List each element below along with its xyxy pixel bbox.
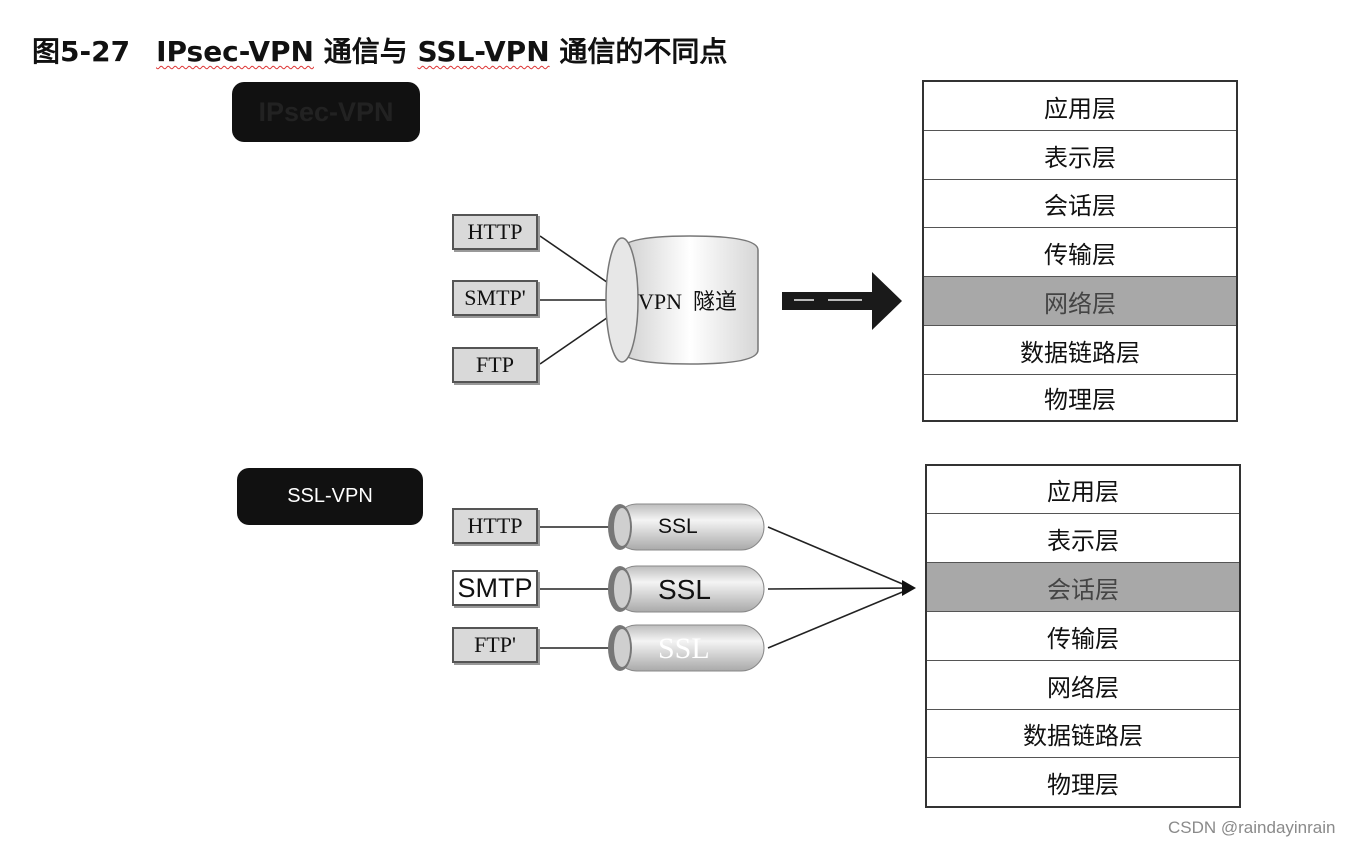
ssl-pipe-label-3: SSL [658,632,710,665]
ipsec-protocol-ftp: FTP [452,347,538,383]
vpn-tunnel-cylinder [605,235,759,365]
ssl-osi-stack: 应用层 表示层 会话层 传输层 网络层 数据链路层 物理层 [925,464,1241,808]
figure-title: 图5-27 IPsec-VPN 通信与 SSL-VPN 通信的不同点 [32,30,727,70]
title-text-1: 通信与 [314,35,418,68]
ssl-layer-session-highlighted: 会话层 [927,563,1239,612]
arrow-to-network-layer [782,272,902,330]
ipsec-vpn-badge: IPsec-VPN [232,82,420,142]
ipsec-osi-stack: 应用层 表示层 会话层 传输层 网络层 数据链路层 物理层 [922,80,1238,422]
ipsec-layer-network-highlighted: 网络层 [924,277,1236,326]
title-text-2: 通信的不同点 [549,35,728,68]
ipsec-layer-presentation: 表示层 [924,131,1236,180]
title-term-ssl: SSL-VPN [417,35,550,68]
ssl-arrowhead [902,580,916,596]
ipsec-layer-application: 应用层 [924,82,1236,131]
csdn-watermark: CSDN @raindayinrain [1168,818,1336,837]
ipsec-layer-physical: 物理层 [1044,386,1116,414]
ipsec-layer-datalink: 数据链路层 [924,326,1236,375]
vpn-tunnel-label: VPN 隧道 [638,284,737,316]
ipsec-layer-transport: 传输层 [924,228,1236,277]
figure-number: 图5-27 [32,35,131,68]
title-term-ipsec: IPsec-VPN [156,35,314,68]
vpn-tunnel-label-vpn: VPN [638,289,683,314]
ipsec-protocol-http: HTTP [452,214,538,250]
ssl-layer-datalink: 数据链路层 [927,710,1239,758]
ssl-connector-lines [540,526,913,649]
ipsec-protocol-smtp: SMTP' [452,280,538,316]
ssl-vpn-badge: SSL-VPN [237,468,423,525]
ssl-layer-physical: 物理层 [1047,770,1119,799]
ssl-layer-network: 网络层 [927,661,1239,710]
ssl-layer-transport: 传输层 [927,612,1239,661]
ipsec-layer-session: 会话层 [924,180,1236,228]
ssl-layer-application: 应用层 [927,466,1239,514]
ssl-protocol-smtp: SMTP [452,570,538,606]
ssl-pipe-1 [608,503,765,551]
ssl-pipe-2 [608,565,765,613]
ssl-pipe-3 [608,624,765,672]
ssl-pipe-label-2: SSL [658,574,711,605]
ssl-protocol-http: HTTP [452,508,538,544]
ssl-layer-presentation: 表示层 [927,514,1239,563]
ssl-pipe-label-1: SSL [658,515,698,538]
ssl-protocol-ftp: FTP' [452,627,538,663]
vpn-tunnel-label-cn: 隧道 [693,290,738,315]
